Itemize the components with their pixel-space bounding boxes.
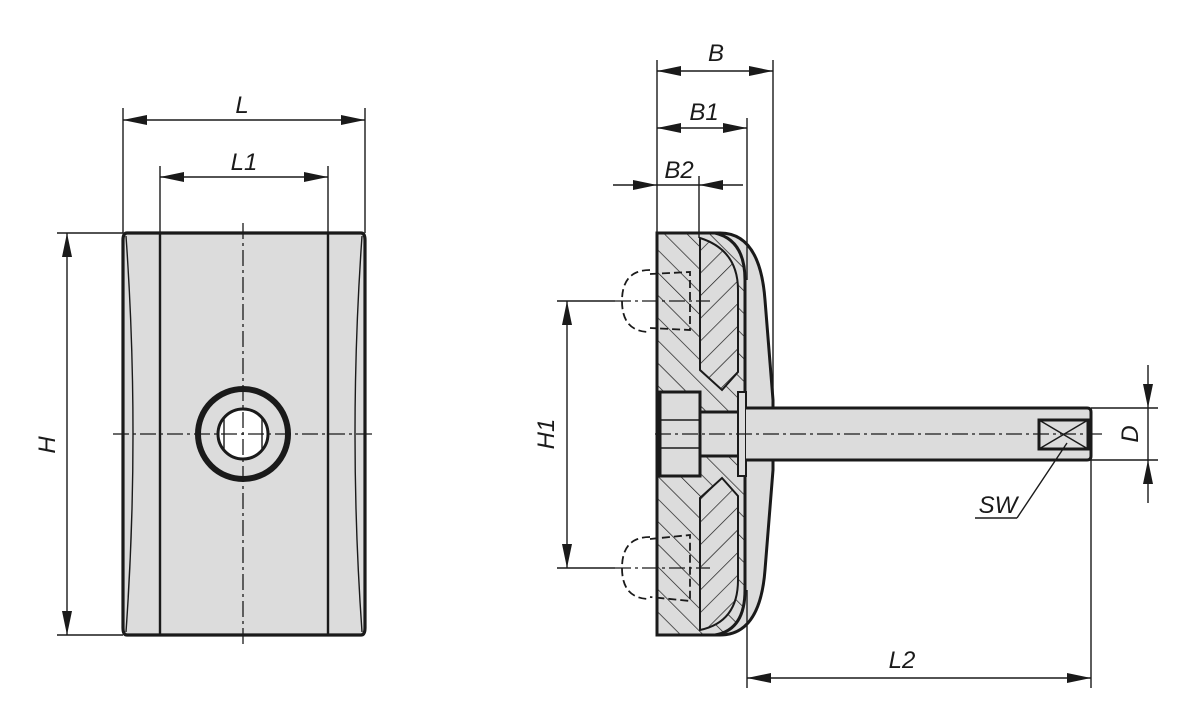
plug-upper (621, 269, 691, 333)
dimension-L2: L2 (746, 460, 1092, 688)
dimension-H: H (34, 232, 123, 636)
label-B2: B2 (664, 157, 693, 184)
front-view: L L1 H (34, 92, 375, 646)
label-H1: H1 (533, 419, 560, 450)
label-B1: B1 (689, 99, 718, 126)
dimension-B1: B1 (657, 99, 748, 280)
dimension-H1: H1 (533, 300, 615, 569)
label-B: B (708, 40, 724, 67)
dimension-D: D (1091, 365, 1158, 503)
dimension-SW: SW (975, 442, 1068, 519)
label-SW: SW (979, 492, 1020, 519)
label-D: D (1117, 425, 1144, 442)
label-L: L (235, 92, 248, 119)
pad-insert-section (699, 236, 739, 392)
dimension-B2: B2 (613, 157, 743, 238)
label-L2: L2 (889, 647, 916, 674)
side-view: B B1 B2 H1 (533, 40, 1158, 688)
dimension-B: B (656, 40, 774, 400)
dimension-L: L (122, 92, 366, 233)
label-H: H (34, 436, 61, 454)
pad-insert-section-lower (699, 476, 739, 632)
pad-outline (121, 231, 367, 637)
label-L1: L1 (231, 149, 258, 176)
pad-right-edge-curve (354, 235, 363, 633)
dimension-L1: L1 (159, 149, 329, 233)
